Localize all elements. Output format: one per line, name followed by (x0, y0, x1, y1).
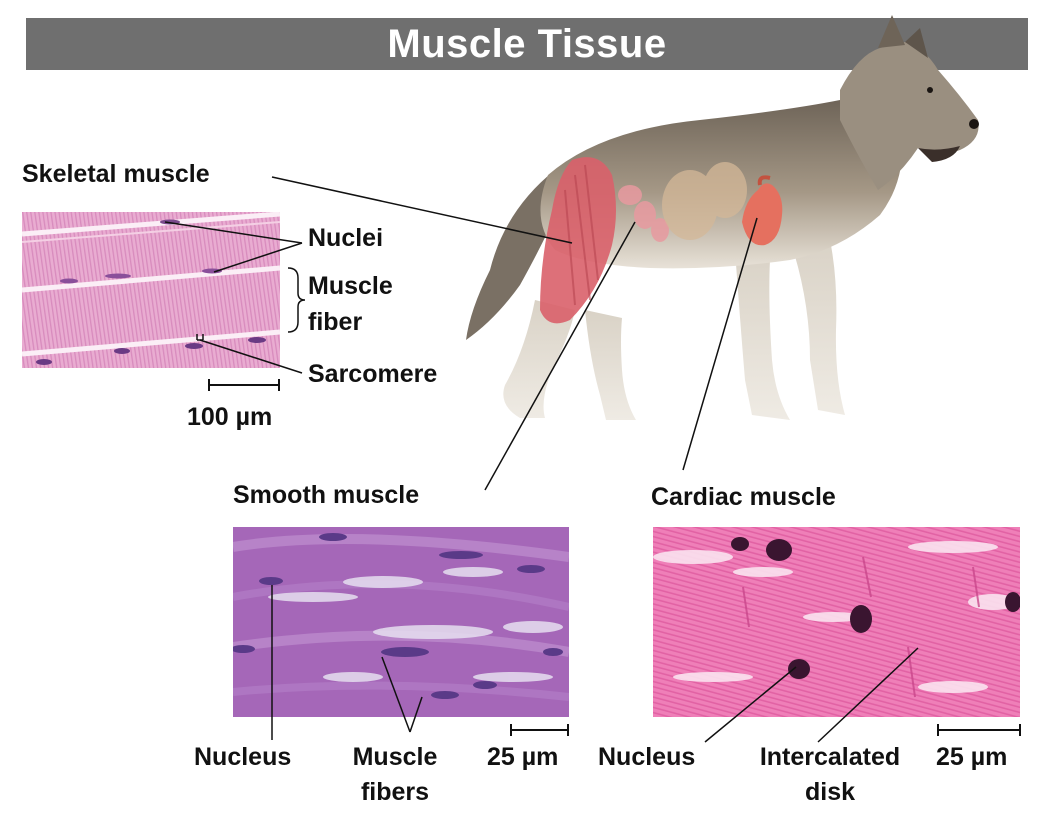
smooth-muscle-heading: Smooth muscle (233, 481, 420, 509)
intercalated-disk-label-line2: disk (804, 778, 856, 806)
skeletal-muscle-heading: Skeletal muscle (22, 160, 210, 188)
smooth-micrograph (233, 527, 569, 717)
page-title: Muscle Tissue (387, 21, 667, 66)
cardiac-micrograph (653, 527, 1020, 717)
sarcomere-label: Sarcomere (308, 360, 438, 388)
muscle-fiber-label-line2: fiber (308, 308, 363, 336)
cardiac-muscle-heading: Cardiac muscle (651, 483, 836, 511)
muscle-fibers-label-line1: Muscle (352, 743, 438, 771)
cardiac-scale-label: 25 µm (936, 743, 1008, 771)
skeletal-micrograph (22, 212, 280, 368)
smooth-scale-label: 25 µm (487, 743, 559, 771)
nuclei-label: Nuclei (308, 224, 384, 252)
scale-bars (208, 379, 1021, 736)
smooth-nucleus-label: Nucleus (194, 743, 292, 771)
intercalated-disk-label-line1: Intercalated (759, 743, 901, 771)
muscle-fiber-label-line1: Muscle (308, 272, 393, 300)
title-bar: Muscle Tissue (26, 18, 1028, 70)
skeletal-scale-label: 100 µm (187, 403, 273, 431)
muscle-fibers-label-line2: fibers (360, 778, 430, 806)
cardiac-nucleus-label: Nucleus (598, 743, 696, 771)
